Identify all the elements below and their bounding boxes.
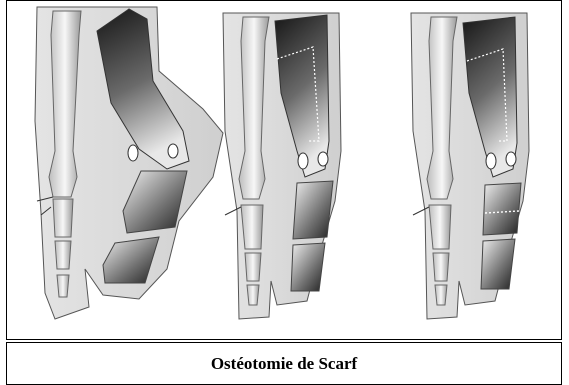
second-distal-phalanx xyxy=(57,275,69,297)
panel-after-translation xyxy=(411,13,529,319)
hallux-proximal-phalanx xyxy=(293,181,333,239)
figure-frame xyxy=(6,0,562,340)
figure-caption: Ostéotomie de Scarf xyxy=(211,354,357,374)
hallux-distal-phalanx xyxy=(481,239,515,289)
sesamoid-lateral xyxy=(506,152,516,166)
second-proximal-phalanx xyxy=(241,205,263,249)
scarf-osteotomy-illustration xyxy=(7,1,563,341)
second-middle-phalanx xyxy=(245,253,261,281)
second-distal-phalanx xyxy=(435,285,447,305)
caption-box: Ostéotomie de Scarf xyxy=(6,342,562,385)
hallux-distal-phalanx xyxy=(291,243,325,291)
sesamoid-lateral xyxy=(168,144,178,158)
hallux-proximal-phalanx xyxy=(483,183,521,235)
second-middle-phalanx xyxy=(433,253,449,281)
sesamoid-lateral xyxy=(318,152,328,166)
sesamoid-medial xyxy=(486,153,496,169)
second-distal-phalanx xyxy=(247,285,259,305)
panel-scarf-cut xyxy=(223,13,341,319)
second-proximal-phalanx xyxy=(429,205,451,249)
sesamoid-medial xyxy=(298,153,308,169)
second-proximal-phalanx xyxy=(53,199,73,237)
sesamoid-medial xyxy=(128,145,138,161)
panel-before-osteotomy xyxy=(35,7,223,319)
second-middle-phalanx xyxy=(55,241,71,269)
